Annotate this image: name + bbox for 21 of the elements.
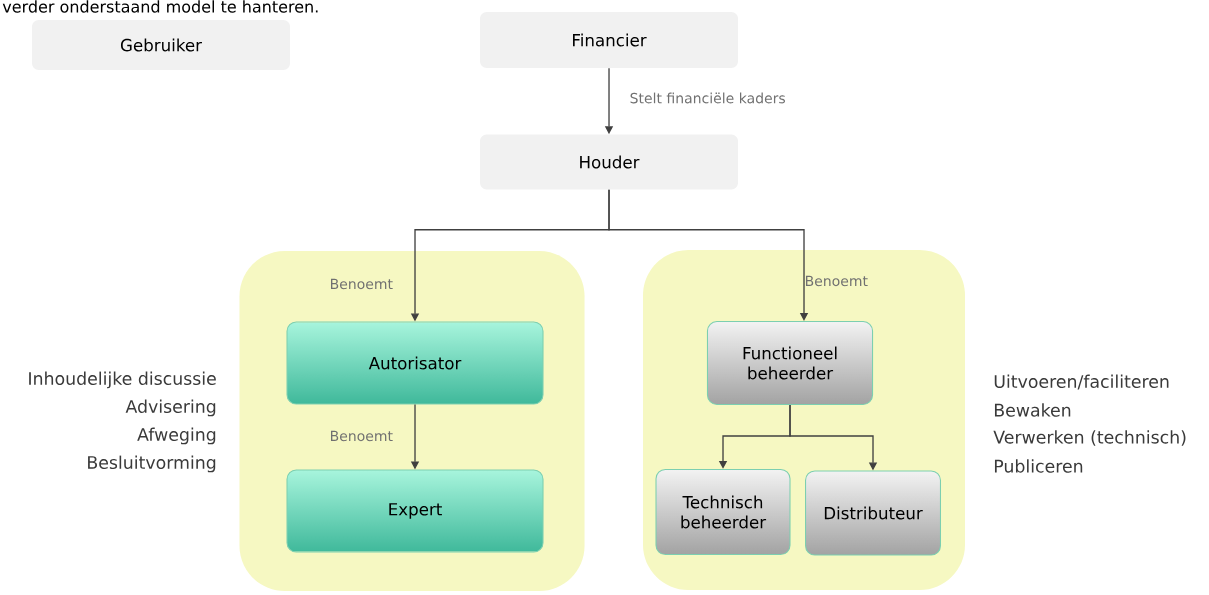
edge-label: Benoemt: [806, 275, 868, 287]
side-note: Uitvoeren/faciliteren: [994, 374, 1169, 390]
edge-label: Benoemt: [331, 430, 393, 442]
edge-label: Benoemt: [331, 278, 393, 290]
side-note: Publiceren: [994, 459, 1083, 473]
role-box: Functioneel beheerder: [706, 321, 874, 405]
edge-label: Stelt financiële kaders: [630, 92, 786, 104]
side-note: Besluitvorming: [88, 455, 216, 473]
role-box: Financier: [480, 12, 738, 68]
role-box: Technisch beheerder: [655, 468, 791, 556]
arrow: [608, 189, 809, 321]
role-box: Expert: [286, 469, 544, 553]
side-note: Inhoudelijke discussie: [29, 371, 216, 389]
role-box: Houder: [480, 134, 738, 190]
role-box: Autorisator: [286, 321, 544, 405]
side-note: Bewaken: [994, 403, 1071, 417]
side-note: Afweging: [137, 427, 216, 445]
role-box: Gebruiker: [32, 20, 290, 70]
side-note: Verwerken (technisch): [993, 430, 1186, 446]
role-box: Distributeur: [805, 470, 941, 556]
side-note: Advisering: [125, 399, 216, 417]
